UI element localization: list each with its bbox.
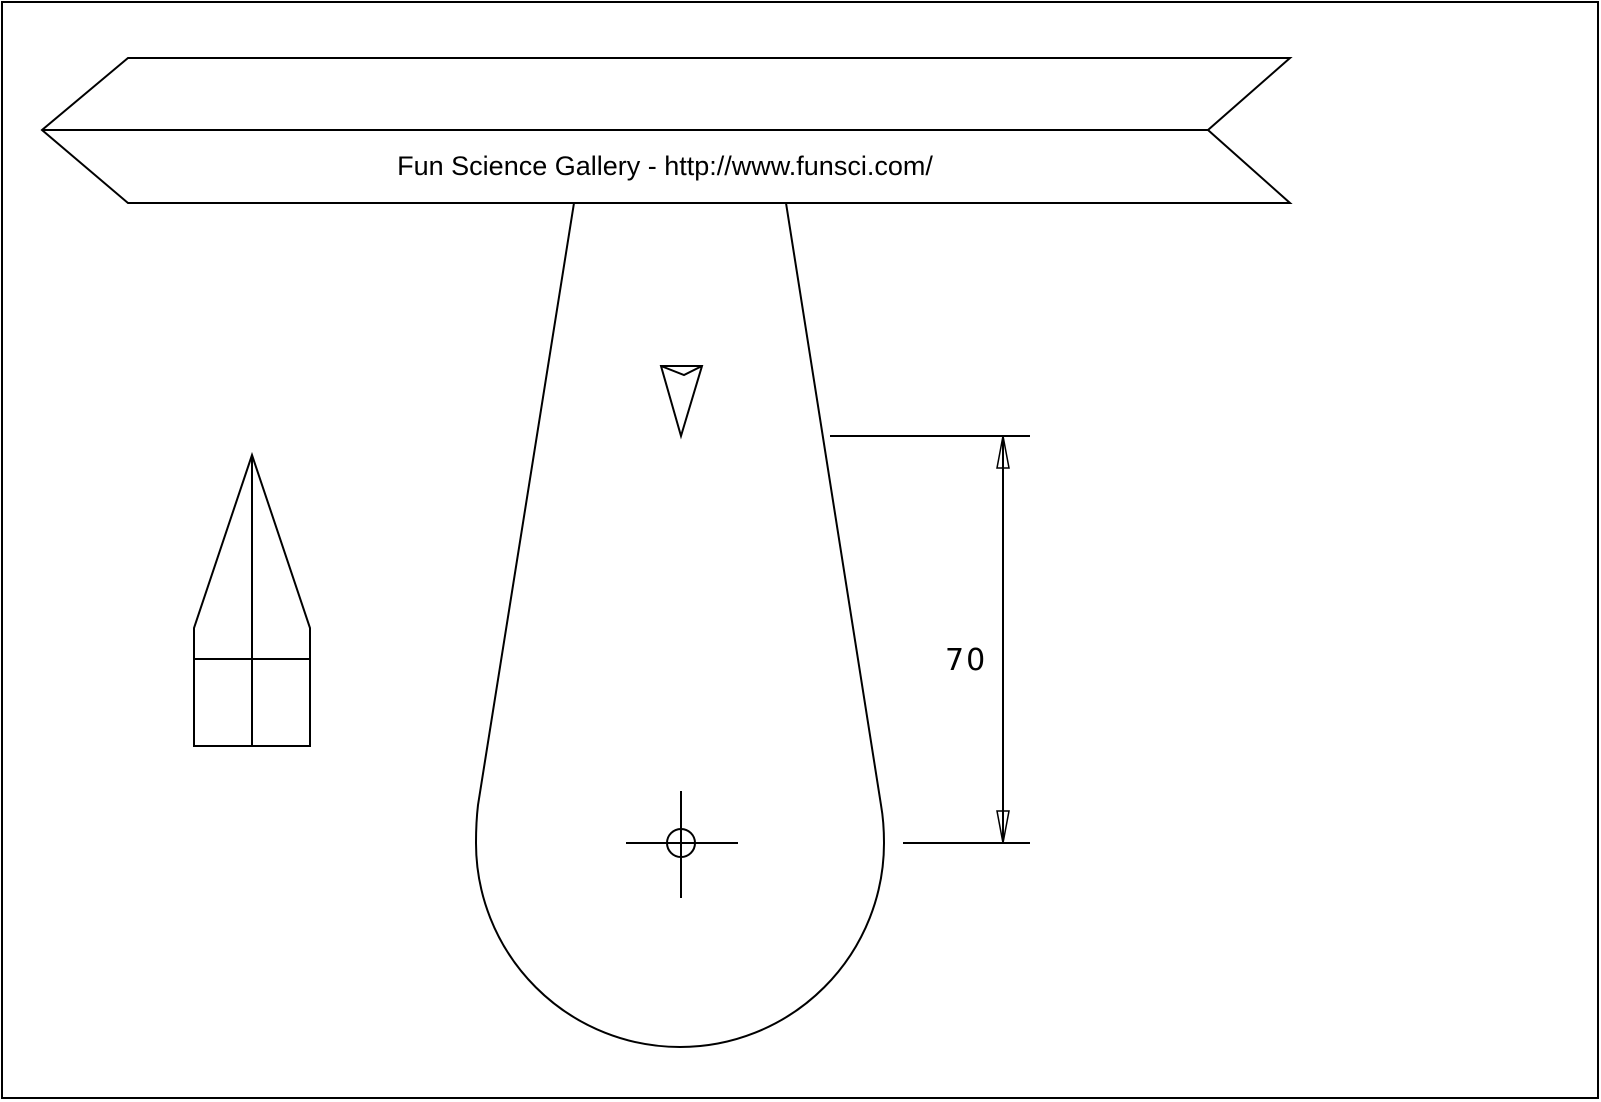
tag-figure-outline <box>193 451 311 747</box>
dimension-arrowhead-top <box>996 435 1010 469</box>
dimension-label: 70 <box>945 643 987 678</box>
dimension-arrowhead-bottom <box>996 810 1010 844</box>
stem-outline <box>474 202 886 1048</box>
direction-arrow-icon <box>659 365 704 440</box>
banner-title: Fun Science Gallery - http://www.funsci.… <box>397 151 933 181</box>
